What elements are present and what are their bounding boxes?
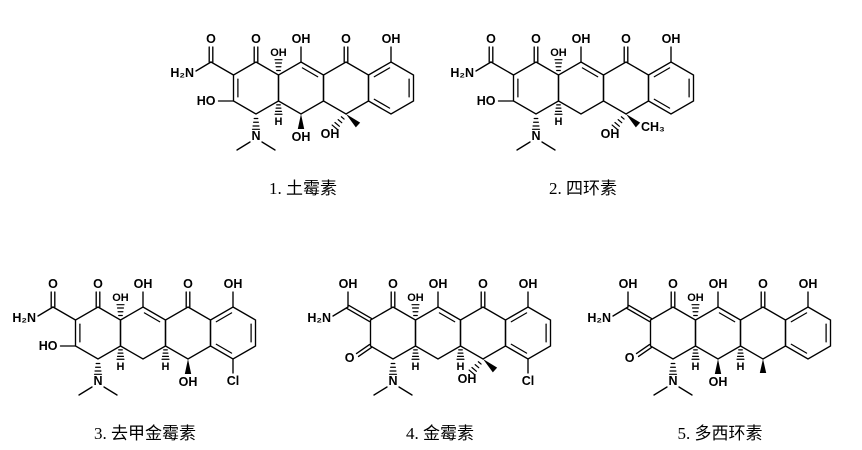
atom-label: O — [206, 32, 216, 46]
atom-label: OH — [270, 47, 287, 59]
atom-label: OH — [224, 277, 243, 291]
atom-label: OH — [601, 127, 620, 141]
atom-label: O — [48, 277, 58, 291]
atom-label: OH — [662, 32, 681, 46]
atom-label: HO — [39, 339, 58, 353]
atom-label: N — [531, 129, 540, 143]
atom-label: OH — [709, 375, 728, 389]
atom-label: H — [275, 116, 283, 128]
atom-label: OH — [134, 277, 153, 291]
atom-label: H₂N — [12, 311, 36, 325]
atom-label: OH — [179, 375, 198, 389]
atom-label: OH — [572, 32, 591, 46]
atom-label: OH — [321, 127, 340, 141]
atom-label: OH — [458, 372, 477, 386]
atom-label: O — [93, 277, 103, 291]
atom-label: Cl — [227, 374, 240, 388]
atom-label: O — [621, 32, 631, 46]
molecule-caption-5: 5. 多西环素 — [677, 424, 763, 443]
atom-label: O — [486, 32, 496, 46]
atom-label: O — [478, 277, 488, 291]
atom-label: O — [531, 32, 541, 46]
molecule-caption-3: 3. 去甲金霉素 — [94, 424, 196, 443]
atom-label: O — [341, 32, 351, 46]
atom-label: CH₃ — [641, 120, 665, 134]
atom-label: H₂N — [307, 311, 331, 325]
molecule-caption-4: 4. 金霉素 — [406, 424, 474, 443]
atom-label: O — [668, 277, 678, 291]
atom-label: H — [117, 361, 125, 373]
atom-label: OH — [339, 277, 358, 291]
molecule-caption-1: 1. 土霉素 — [269, 179, 337, 198]
atom-label: OH — [709, 277, 728, 291]
atom-labels: O O OH OH OH OH H₂N O N H H OH — [587, 277, 817, 389]
bond-lines — [195, 46, 415, 151]
molecule-block-5: O O OH OH OH OH H₂N O N H H OH 5. 多西环素 — [585, 255, 855, 444]
atom-label: H₂N — [450, 66, 474, 80]
bond-lines — [37, 291, 257, 396]
molecule-caption-2: 2. 四环素 — [549, 179, 617, 198]
atom-label: OH — [292, 130, 311, 144]
atom-label: OH — [519, 277, 538, 291]
atom-label: OH — [112, 292, 129, 304]
structure-drawing-doxycycline: O O OH OH OH OH H₂N O N H H OH — [587, 277, 832, 396]
atom-label: OH — [382, 32, 401, 46]
atom-label: H — [457, 361, 465, 373]
atom-label: N — [93, 374, 102, 388]
atom-label: Cl — [522, 374, 535, 388]
atom-label: H — [555, 116, 563, 128]
atom-label: O — [388, 277, 398, 291]
atom-label: N — [388, 374, 397, 388]
atom-label: HO — [197, 94, 216, 108]
atom-label: OH — [687, 292, 704, 304]
atom-label: OH — [292, 32, 311, 46]
atom-label: O — [758, 277, 768, 291]
bond-lines — [475, 46, 695, 151]
atom-label: H₂N — [587, 311, 611, 325]
atom-label: H — [692, 361, 700, 373]
bond-lines — [332, 291, 552, 396]
atom-label: H — [162, 361, 170, 373]
bond-lines — [612, 291, 832, 396]
atom-label: HO — [477, 94, 496, 108]
atom-label: H — [412, 361, 420, 373]
atom-label: O — [625, 351, 635, 365]
atom-label: O — [251, 32, 261, 46]
atom-label: H₂N — [170, 66, 194, 80]
atom-label: OH — [799, 277, 818, 291]
atom-label: OH — [429, 277, 448, 291]
atom-label: OH — [407, 292, 424, 304]
atom-label: N — [251, 129, 260, 143]
atom-label: N — [668, 374, 677, 388]
atom-label: O — [183, 277, 193, 291]
atom-label: H — [737, 361, 745, 373]
atom-label: O — [345, 351, 355, 365]
atom-label: OH — [550, 47, 567, 59]
atom-label: OH — [619, 277, 638, 291]
